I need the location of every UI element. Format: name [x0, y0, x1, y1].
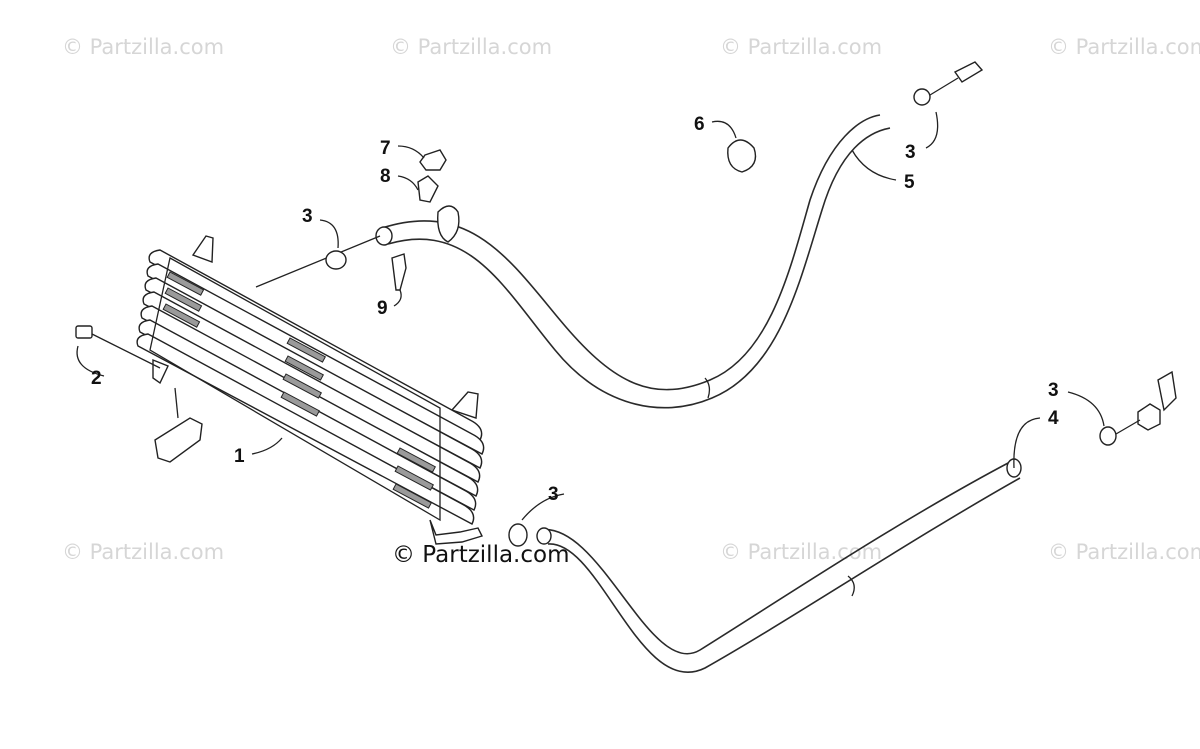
lower-right-fitting-line: [1115, 419, 1141, 435]
leader-6: [711, 120, 737, 139]
callout-leaders: [76, 111, 1105, 521]
callout-2: 2: [91, 368, 102, 389]
callout-3-lower-mid: 3: [548, 484, 559, 505]
callout-8: 8: [380, 166, 391, 187]
bolt-head: [75, 325, 93, 339]
leader-4: [1013, 417, 1041, 469]
core-stripe: [164, 287, 203, 312]
callout-7: 7: [380, 138, 391, 159]
core-stripe: [286, 337, 326, 363]
core-stripe: [282, 373, 322, 399]
leader-3-upper-right: [925, 111, 939, 149]
bracket-part-8: [417, 175, 439, 203]
lower-hose-part-4: [536, 458, 1022, 673]
callout-3-upper-right: 3: [905, 142, 916, 163]
core-stripe: [394, 465, 434, 491]
cooler-fin: [138, 319, 477, 511]
upper-hose-outline-b: [387, 127, 891, 409]
bolt-part-2: [75, 325, 161, 369]
leader-9: [393, 289, 402, 307]
leader-5: [851, 149, 897, 181]
watermark-top-4: © Partzilla.com: [1048, 35, 1200, 59]
frame-bracket: [154, 387, 203, 463]
upper-hose-break-mark: [704, 377, 711, 399]
callout-labels: 1 2 3 3 3 3 4 5 6 7 8 9: [91, 114, 1059, 505]
cooler-fin: [136, 333, 475, 525]
lower-right-fitting: [1137, 403, 1161, 431]
callout-6: 6: [694, 114, 705, 135]
cooler-frame: [149, 257, 441, 522]
hose-holder-ring: [437, 205, 460, 243]
right-fittings: [929, 61, 1177, 435]
leader-3-upper-left: [319, 219, 339, 249]
oil-cooler: [136, 235, 485, 545]
callout-3-upper-left: 3: [302, 206, 313, 227]
clamp-lower-right: [1099, 426, 1117, 446]
cooler-outlet-fitting: [429, 519, 483, 545]
leader-3-lower-right: [1067, 391, 1105, 427]
nut-part-7: [419, 149, 447, 171]
watermark-top-1: © Partzilla.com: [62, 35, 224, 59]
lower-hose-outline-a: [539, 461, 1011, 655]
core-stripe: [392, 483, 432, 509]
watermark-bottom-2: © Partzilla.com: [720, 540, 882, 564]
cooler-left-foot: [152, 358, 169, 385]
cooler-core-shading: [162, 271, 436, 509]
core-stripe: [162, 303, 201, 328]
callout-5: 5: [904, 172, 915, 193]
clamp-lower-mid: [508, 523, 528, 547]
watermark-bottom-3: © Partzilla.com: [1048, 540, 1200, 564]
cooler-right-tab: [450, 391, 479, 419]
hose-clamps: [325, 88, 1117, 547]
clamp-upper-left: [325, 250, 347, 270]
frame-bracket-body: [154, 417, 203, 463]
upper-right-fitting: [953, 61, 984, 83]
core-stripe: [280, 391, 320, 417]
upper-hose-outline-a: [381, 114, 881, 391]
watermark-main: © Partzilla.com: [392, 542, 570, 568]
clamp-upper-right: [913, 88, 931, 106]
core-stripe: [166, 271, 205, 296]
upper-hose-axis-line: [255, 235, 381, 288]
bolt-axis-line: [91, 333, 161, 369]
cooler-top-left-tab: [191, 235, 214, 263]
snap-ring-part-6: [727, 139, 757, 173]
upper-hose-end: [375, 226, 393, 246]
leader-1: [251, 437, 283, 455]
leader-7: [397, 145, 425, 159]
screw-part-9: [391, 253, 407, 291]
upper-hose-part-5: [255, 114, 891, 409]
callout-3-lower-right: 3: [1048, 380, 1059, 401]
watermark-top-3: © Partzilla.com: [720, 35, 882, 59]
callout-9: 9: [377, 298, 388, 319]
lower-hose-end: [536, 527, 552, 545]
cooler-fin: [140, 305, 479, 497]
lower-right-fitting-bracket: [1157, 370, 1177, 412]
callout-4: 4: [1048, 408, 1059, 429]
leader-3-lower-mid: [521, 493, 565, 521]
watermark-bottom-1: © Partzilla.com: [62, 540, 224, 564]
watermark-top-2: © Partzilla.com: [390, 35, 552, 59]
lower-hose-break-mark: [847, 575, 855, 597]
cooler-fin: [146, 263, 485, 455]
core-stripe: [396, 447, 436, 473]
leader-8: [397, 175, 419, 191]
lower-hose-outline-b: [547, 477, 1021, 673]
leader-2: [76, 345, 105, 377]
callout-1: 1: [234, 446, 245, 467]
upper-right-fitting-line: [929, 77, 959, 96]
core-stripe: [284, 355, 324, 381]
frame-bracket-leader: [174, 387, 179, 419]
small-parts: [391, 139, 757, 291]
